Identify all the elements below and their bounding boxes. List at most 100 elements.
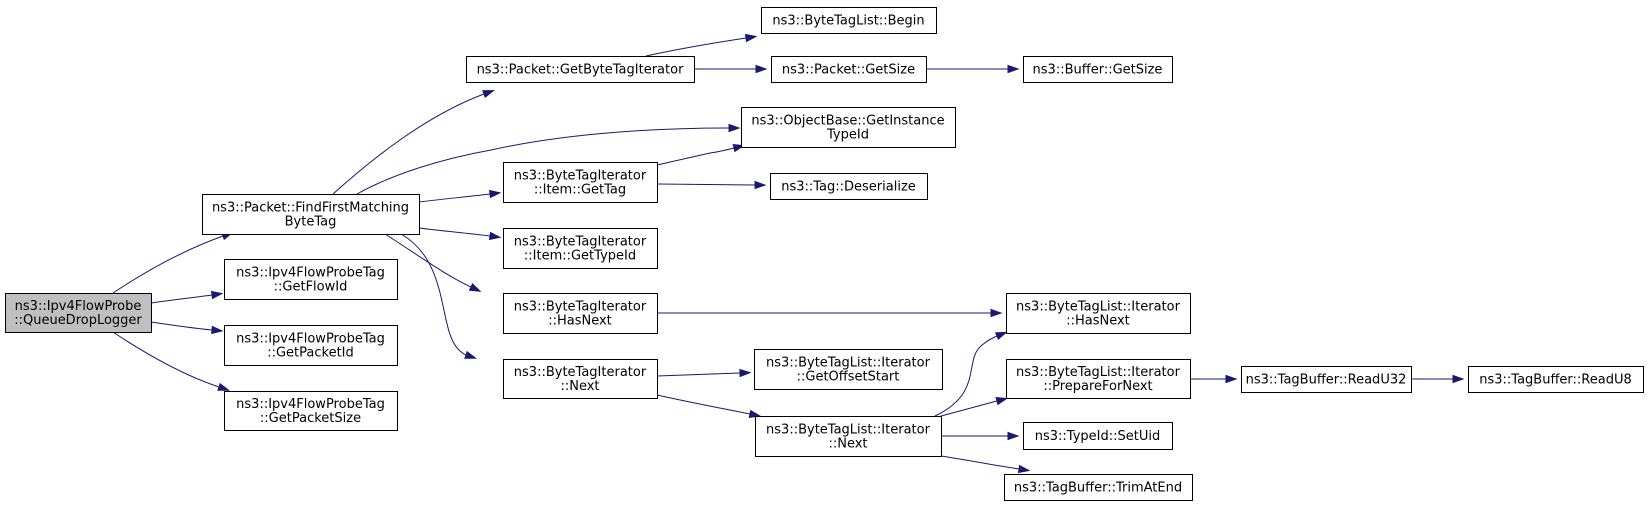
arrowhead-icon xyxy=(990,308,1003,318)
edge-root-to-gpsz xyxy=(112,331,230,391)
node-box[interactable] xyxy=(741,107,956,148)
edge-line xyxy=(418,227,491,237)
arrowhead-icon xyxy=(217,382,230,391)
node-psize[interactable]: ns3::Packet::GetSize xyxy=(771,56,927,83)
edge-root-to-gpid xyxy=(150,321,224,335)
edge-itnext-to-setuid xyxy=(941,431,1020,441)
arrowhead-icon xyxy=(995,397,1009,406)
arrowhead-icon xyxy=(468,282,482,292)
node-box[interactable] xyxy=(1241,366,1412,393)
node-deser[interactable]: ns3::Tag::Deserialize xyxy=(770,173,928,200)
arrowhead-icon xyxy=(488,231,502,241)
arrowhead-icon xyxy=(755,64,768,74)
node-box[interactable] xyxy=(770,173,928,200)
edge-line xyxy=(940,455,1020,470)
edge-ffm-to-gtid xyxy=(418,227,502,241)
node-box[interactable] xyxy=(1006,293,1191,334)
node-hasn[interactable]: ns3::ByteTagIterator::HasNext xyxy=(503,293,658,334)
node-box[interactable] xyxy=(202,194,420,235)
edge-line xyxy=(645,37,747,57)
arrowhead-icon xyxy=(210,290,224,300)
node-box[interactable] xyxy=(1468,366,1644,393)
arrowhead-icon xyxy=(994,331,1008,341)
node-box[interactable] xyxy=(755,416,942,457)
node-gtid[interactable]: ns3::ByteTagIterator::Item::GetTypeId xyxy=(503,228,658,269)
node-gpid[interactable]: ns3::Ipv4FlowProbeTag::GetPacketId xyxy=(224,325,398,366)
node-ithasn[interactable]: ns3::ByteTagList::Iterator::HasNext xyxy=(1006,293,1191,334)
edge-gbti-to-begin xyxy=(645,33,758,57)
node-gbti[interactable]: ns3::Packet::GetByteTagIterator xyxy=(466,56,695,83)
edge-line xyxy=(656,372,741,377)
edge-line xyxy=(656,183,756,186)
edge-line xyxy=(418,193,491,203)
edge-ffm-to-ginst xyxy=(356,123,741,195)
node-box[interactable] xyxy=(224,259,398,300)
edge-line xyxy=(656,394,751,415)
node-box[interactable] xyxy=(466,56,695,83)
edge-ffm-to-gtag xyxy=(418,189,502,203)
node-ru8[interactable]: ns3::TagBuffer::ReadU8 xyxy=(1468,366,1644,393)
node-bsize[interactable]: ns3::Buffer::GetSize xyxy=(1023,56,1173,83)
node-box[interactable] xyxy=(1006,359,1191,399)
arrowhead-icon xyxy=(1007,431,1020,441)
node-box[interactable] xyxy=(503,162,658,203)
node-box[interactable] xyxy=(503,228,658,269)
edge-line xyxy=(934,335,998,417)
edge-itnext-to-ithasn xyxy=(934,331,1008,417)
node-prep[interactable]: ns3::ByteTagList::Iterator::PrepareForNe… xyxy=(1006,359,1191,399)
arrowhead-icon xyxy=(1017,464,1031,474)
arrowhead-icon xyxy=(211,325,224,335)
arrowhead-icon xyxy=(748,409,762,418)
edge-next-to-itnext xyxy=(656,394,762,418)
node-box[interactable] xyxy=(503,293,658,334)
node-gpsz[interactable]: ns3::Ipv4FlowProbeTag::GetPacketSize xyxy=(224,391,398,431)
node-setuid[interactable]: ns3::TypeId::SetUid xyxy=(1023,422,1173,450)
node-box[interactable] xyxy=(754,349,943,390)
node-root: ns3::Ipv4FlowProbe::QueueDropLogger xyxy=(5,293,152,333)
arrowhead-icon xyxy=(464,350,477,359)
node-itnext[interactable]: ns3::ByteTagList::Iterator::Next xyxy=(755,416,942,457)
arrowhead-icon xyxy=(1225,374,1238,384)
node-box[interactable] xyxy=(1023,56,1173,83)
edge-layer xyxy=(112,33,1465,474)
node-box[interactable] xyxy=(761,7,937,34)
arrowhead-icon xyxy=(739,368,752,378)
edge-ffm-to-hasn xyxy=(384,233,482,292)
node-trim[interactable]: ns3::TagBuffer::TrimAtEnd xyxy=(1004,474,1193,501)
arrowhead-icon xyxy=(1452,374,1465,384)
edge-root-to-ffm xyxy=(112,232,234,294)
node-gtag[interactable]: ns3::ByteTagIterator::Item::GetTag xyxy=(503,162,658,203)
edge-line xyxy=(356,127,730,195)
edge-itnext-to-prep xyxy=(940,397,1009,417)
edge-root-to-gfid xyxy=(150,290,224,304)
edge-ffm-to-next xyxy=(400,233,477,359)
edge-line xyxy=(150,321,213,331)
arrowhead-icon xyxy=(1007,64,1020,74)
edge-ru32-to-ru8 xyxy=(1411,374,1465,384)
arrowhead-icon xyxy=(482,89,495,99)
node-box[interactable] xyxy=(1023,422,1173,450)
edge-line xyxy=(112,235,224,294)
edge-gtag-to-ginst xyxy=(656,144,746,166)
node-next[interactable]: ns3::ByteTagIterator::Next xyxy=(503,359,658,399)
edge-line xyxy=(332,93,485,195)
node-layer: ns3::Ipv4FlowProbe::QueueDropLoggerns3::… xyxy=(5,7,1644,501)
node-box[interactable] xyxy=(503,359,658,399)
node-goff[interactable]: ns3::ByteTagList::Iterator::GetOffsetSta… xyxy=(754,349,943,390)
edge-line xyxy=(150,294,213,304)
node-begin[interactable]: ns3::ByteTagList::Begin xyxy=(761,7,937,34)
node-ru32[interactable]: ns3::TagBuffer::ReadU32 xyxy=(1241,366,1412,393)
edge-itnext-to-trim xyxy=(940,455,1031,474)
node-box[interactable] xyxy=(1004,474,1193,501)
node-gfid[interactable]: ns3::Ipv4FlowProbeTag::GetFlowId xyxy=(224,259,398,300)
node-box[interactable] xyxy=(224,325,398,366)
edge-line xyxy=(940,400,998,417)
node-box[interactable] xyxy=(771,56,927,83)
arrowhead-icon xyxy=(728,123,741,133)
edge-line xyxy=(400,233,467,356)
node-box[interactable] xyxy=(224,391,398,431)
arrowhead-icon xyxy=(489,189,502,199)
